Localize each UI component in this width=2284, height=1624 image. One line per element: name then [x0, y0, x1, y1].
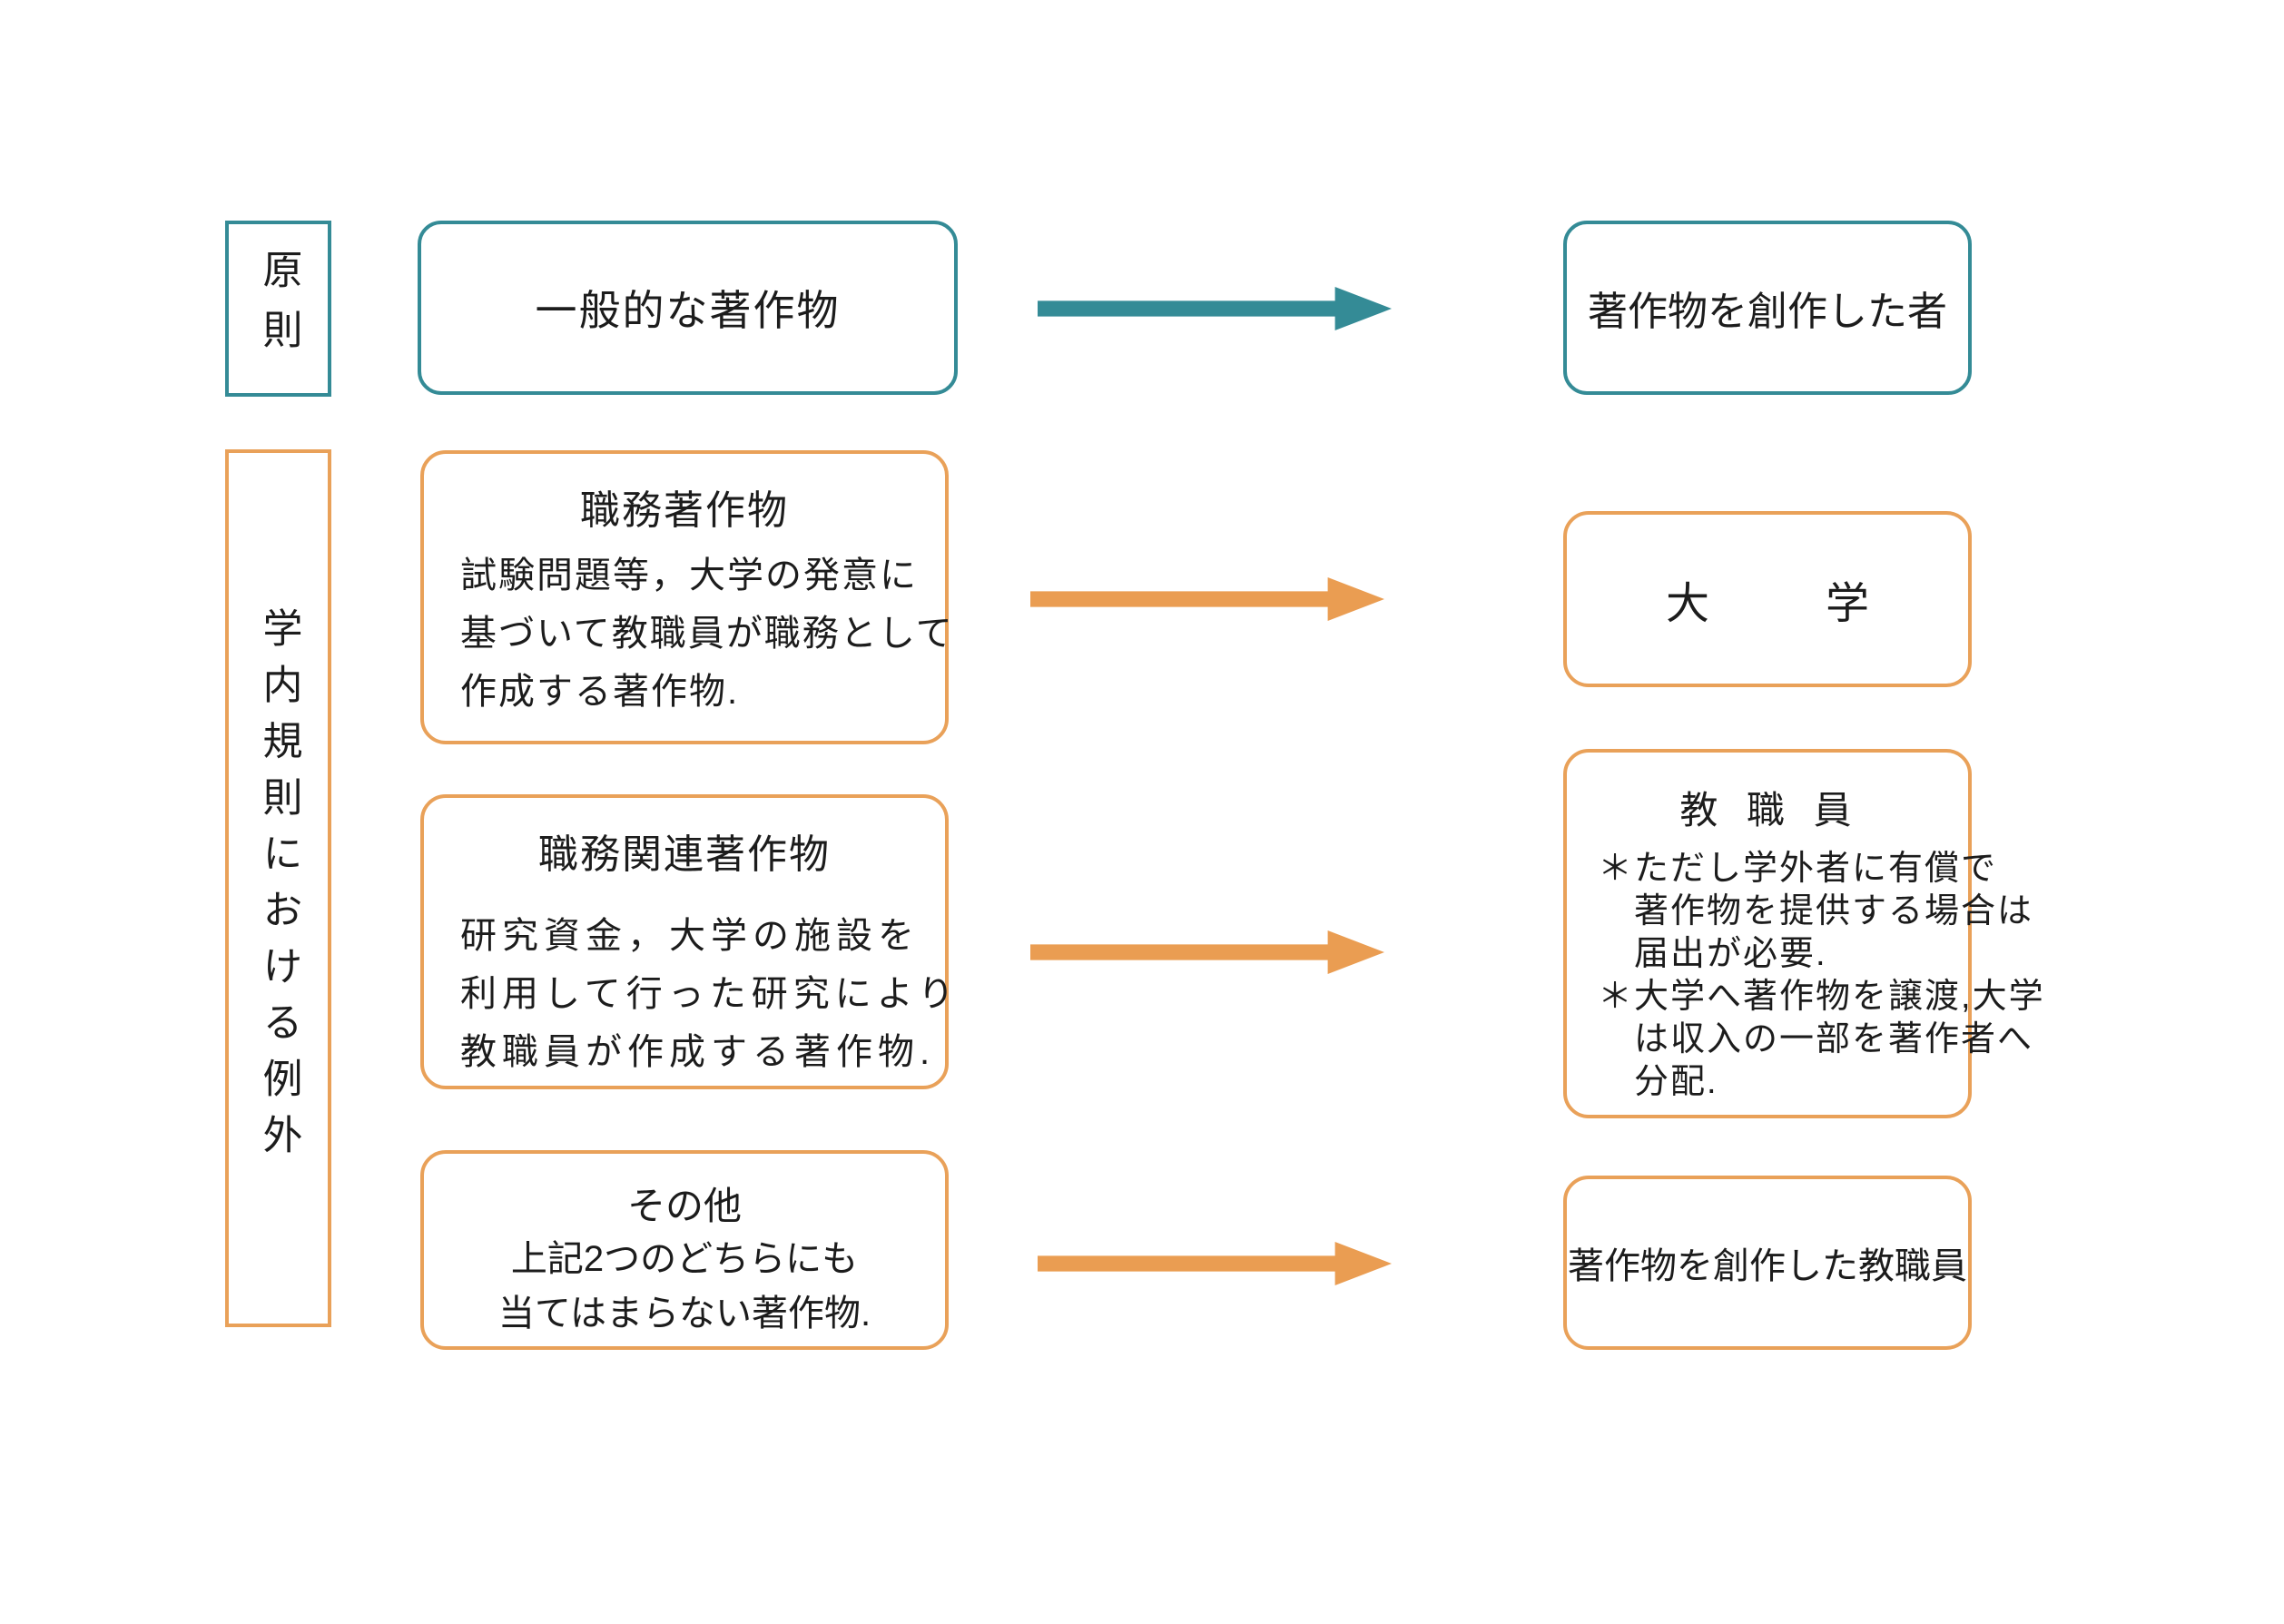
note-line: は収入の一部を著作者へ: [1634, 1020, 2034, 1058]
note-text: 大学へ著作物を譲渡,大学: [1634, 978, 2045, 1016]
exception-label-box: 学内規則における例外: [225, 449, 331, 1327]
staff-title: 教 職 員: [1679, 789, 1861, 832]
note-line: 分配.: [1634, 1063, 1718, 1101]
note-line: 著作物を提供する場合は: [1634, 892, 2034, 930]
exception-label: 学内規則における例外: [256, 606, 301, 1170]
work-related-title: 職務関連著作物: [538, 832, 831, 877]
description-line: 試験問題等，大学の発意に: [460, 556, 918, 595]
description-line: 基づいて教職員が職務として: [460, 614, 954, 654]
creator-staff-label: 著作物を創作した教職員: [1568, 1246, 1967, 1286]
arrow-principle-right-icon: [1038, 287, 1392, 330]
creator-label: 著作物を創作した者: [1588, 290, 1947, 334]
university-label: 大 学: [1665, 580, 1905, 628]
staff-note: ＊大学へ著作物を譲渡,大学 は収入の一部を著作者へ 分配.: [1598, 976, 2043, 1104]
asterisk-marker: ＊: [1598, 850, 1635, 888]
university-box: 大 学: [1563, 511, 1972, 687]
work-for-hire-description: 試験問題等，大学の発意に 基づいて教職員が職務として 作成する著作物.: [460, 546, 954, 721]
note-line: ＊大学へ著作物を譲渡,大学: [1598, 976, 2043, 1019]
arrow-work-for-hire-right-icon: [1030, 577, 1384, 621]
staff-notes: ＊ただし学外者に有償で 著作物を提供する場合は 届出が必要. ＊大学へ著作物を譲…: [1598, 848, 2043, 1104]
work-for-hire-box: 職務著作物 試験問題等，大学の発意に 基づいて教職員が職務として 作成する著作物…: [420, 450, 954, 744]
work-related-description: 研究資金，大学の施設を 利用して行った研究により 教職員が作成する著作物.: [460, 907, 960, 1081]
description-line: 教職員が作成する著作物.: [460, 1032, 936, 1072]
arrow-work-related-right-icon: [1030, 930, 1384, 974]
work-related-box: 職務関連著作物 研究資金，大学の施設を 利用して行った研究により 教職員が作成す…: [420, 794, 960, 1089]
general-work-box: 一般的な著作物: [418, 221, 958, 395]
principle-label-box: 原則: [225, 221, 331, 397]
description-line: 研究資金，大学の施設を: [460, 916, 920, 956]
staff-box: 教 職 員 ＊ただし学外者に有償で 著作物を提供する場合は 届出が必要. ＊大学…: [1563, 749, 2043, 1118]
staff-note: ＊ただし学外者に有償で 著作物を提供する場合は 届出が必要.: [1598, 848, 2034, 976]
note-line: ＊ただし学外者に有償で: [1598, 848, 1995, 891]
creator-box: 著作物を創作した者: [1563, 221, 1972, 395]
creator-staff-box: 著作物を創作した教職員: [1563, 1176, 1972, 1350]
arrow-other-works-right-icon: [1038, 1242, 1392, 1285]
general-work-label: 一般的な著作物: [535, 287, 841, 334]
description-line: 上記2つのどちらにも: [510, 1239, 859, 1279]
note-line: 届出が必要.: [1634, 935, 1827, 973]
description-line: 利用して行った研究により: [460, 974, 960, 1014]
description-line: 作成する著作物.: [460, 672, 740, 712]
other-works-description: 上記2つのどちらにも 当てはまらない著作物.: [424, 1232, 945, 1341]
other-works-box: その他 上記2つのどちらにも 当てはまらない著作物.: [420, 1150, 949, 1350]
note-text: ただし学外者に有償で: [1634, 850, 1998, 888]
asterisk-marker: ＊: [1598, 978, 1635, 1016]
description-line: 当てはまらない著作物.: [497, 1294, 871, 1334]
work-for-hire-title: 職務著作物: [580, 488, 789, 533]
principle-label: 原則: [256, 249, 301, 369]
other-works-title: その他: [626, 1185, 742, 1227]
